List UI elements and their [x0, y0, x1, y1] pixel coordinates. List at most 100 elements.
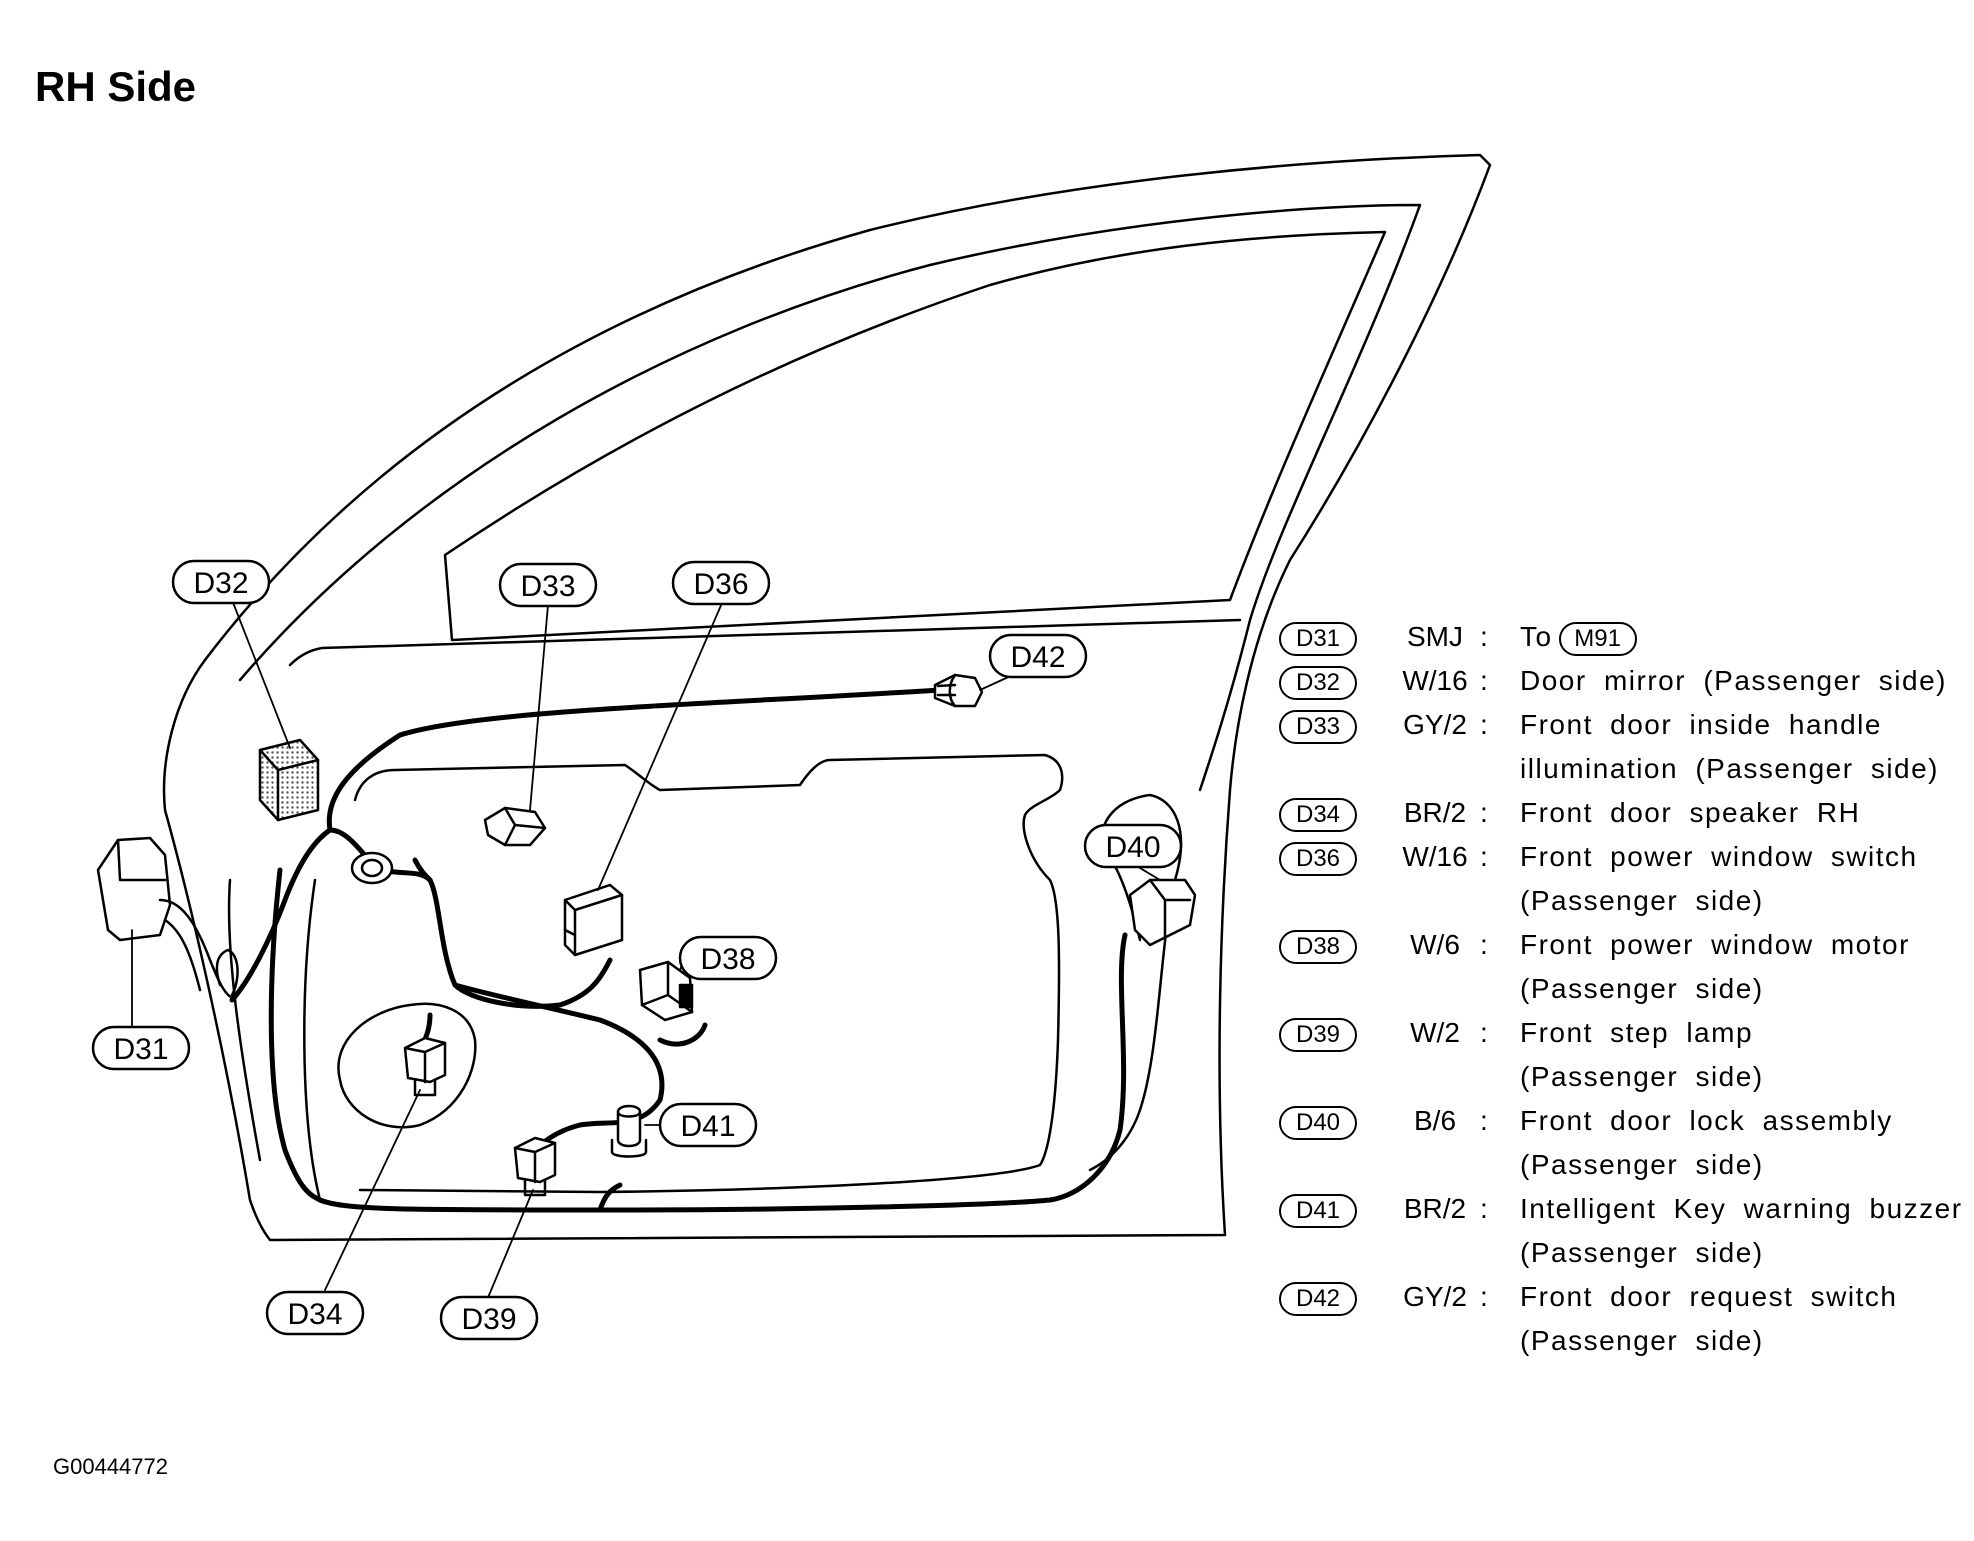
figure-id: G00444772	[53, 1454, 168, 1479]
legend-desc-line: Front door inside handle	[1520, 709, 1882, 740]
legend-colon: :	[1480, 1017, 1488, 1048]
legend-code-badge: D34	[1279, 798, 1357, 832]
legend-spec: B/6	[1413, 1105, 1457, 1136]
legend-row-d41: D41 BR/2 : Intelligent Key warning buzze…	[1275, 1190, 1965, 1278]
window-glass	[443, 230, 1387, 642]
legend-code-badge: D39	[1279, 1018, 1357, 1052]
legend-desc: Front door inside handle illumination (Pa…	[1520, 703, 1939, 791]
svg-text:D42: D42	[1010, 641, 1065, 674]
legend-desc-line: (Passenger side)	[1520, 1237, 1764, 1268]
connector-d42	[933, 673, 984, 708]
connector-d32	[258, 738, 320, 822]
window-channel	[288, 618, 1242, 667]
legend-colon: :	[1480, 1105, 1488, 1136]
legend-spec: BR/2	[1403, 797, 1467, 828]
legend-desc-line: (Passenger side)	[1520, 1061, 1764, 1092]
legend-code-badge: D42	[1279, 1282, 1357, 1316]
legend-code-badge: D41	[1279, 1194, 1357, 1228]
legend-row-d34: D34 BR/2 : Front door speaker RH	[1275, 794, 1965, 838]
callout-d42: D42	[988, 633, 1088, 679]
legend-colon: :	[1480, 621, 1488, 652]
connector-d36	[563, 883, 624, 957]
legend-ref-badge: M91	[1558, 621, 1637, 656]
callout-d39: D39	[439, 1295, 539, 1341]
callout-d36: D36	[671, 560, 771, 606]
legend-row-d40: D40 B/6 : Front door lock assembly(Passe…	[1275, 1102, 1965, 1190]
legend-code-badge: D36	[1279, 842, 1357, 876]
legend-desc: Front power window switch (Passenger side…	[1520, 835, 1918, 923]
connector-d34	[403, 1036, 447, 1097]
legend-row-d36: D36 W/16 : Front power window switch (Pas…	[1275, 838, 1965, 926]
connector-d33	[483, 806, 547, 847]
window-frame	[238, 203, 1422, 792]
legend-desc: Front door lock assembly(Passenger side)	[1520, 1099, 1893, 1187]
legend-row-d32: D32 W/16 : Door mirror (Passenger side)	[1275, 662, 1965, 706]
legend-desc-line: Intelligent Key warning buzzer	[1520, 1193, 1963, 1224]
legend-spec: W/16	[1402, 665, 1468, 696]
callout-d40: D40	[1083, 823, 1183, 869]
legend-row-d33: D33 GY/2 : Front door inside handle illum…	[1275, 706, 1965, 794]
svg-text:D34: D34	[287, 1298, 342, 1331]
legend-desc-line: Front door request switch	[1520, 1281, 1898, 1312]
legend-desc: Intelligent Key warning buzzer (Passenger…	[1520, 1187, 1963, 1275]
callout-d31: D31	[91, 1025, 191, 1071]
legend-row-d38: D38 W/6 : Front power window motor(Passe…	[1275, 926, 1965, 1014]
callout-d33: D33	[498, 562, 598, 608]
door-outline	[162, 153, 1492, 1242]
legend-colon: :	[1480, 841, 1488, 872]
legend-spec: W/2	[1410, 1017, 1460, 1048]
legend-code-badge: D31	[1279, 622, 1357, 656]
callout-d32: D32	[171, 559, 271, 605]
legend-desc-text: To	[1520, 621, 1553, 652]
legend-desc-line: Front step lamp	[1520, 1017, 1754, 1048]
legend-desc-line: Front power window switch	[1520, 841, 1918, 872]
legend-spec: GY/2	[1403, 709, 1467, 740]
legend-colon: :	[1480, 929, 1488, 960]
legend-spec: SMJ	[1407, 621, 1463, 652]
legend-row-d39: D39 W/2 : Front step lamp (Passenger side…	[1275, 1014, 1965, 1102]
svg-text:D39: D39	[461, 1303, 516, 1336]
legend-desc: Front door speaker RH	[1520, 791, 1860, 835]
callout-d34: D34	[265, 1290, 365, 1336]
legend-colon: :	[1480, 665, 1488, 696]
page-title: RH Side	[35, 63, 197, 110]
connector-d31	[96, 836, 237, 1002]
legend-desc-line: (Passenger side)	[1520, 1325, 1764, 1356]
legend-spec: W/6	[1410, 929, 1460, 960]
svg-text:D32: D32	[193, 567, 248, 600]
legend-desc: Front power window motor(Passenger side)	[1520, 923, 1910, 1011]
connector-d40	[1128, 878, 1197, 947]
legend-desc: Front step lamp (Passenger side)	[1520, 1011, 1764, 1099]
harness-main	[229, 827, 383, 1003]
legend-colon: :	[1480, 1193, 1488, 1224]
svg-text:D33: D33	[520, 570, 575, 603]
connector-d41	[610, 1104, 648, 1158]
legend-desc-line: Front power window motor	[1520, 929, 1910, 960]
legend-code-badge: D32	[1279, 666, 1357, 700]
legend-colon: :	[1480, 1281, 1488, 1312]
legend-desc-line: Door mirror (Passenger side)	[1520, 665, 1947, 696]
connector-d39	[513, 1136, 557, 1197]
callout-d38: D38	[678, 935, 778, 981]
legend-desc-line: (Passenger side)	[1520, 885, 1764, 916]
legend-code-badge: D33	[1279, 710, 1357, 744]
speaker-outline	[337, 1002, 477, 1129]
legend-desc-line: Front door speaker RH	[1520, 797, 1861, 828]
callout-d41: D41	[658, 1102, 758, 1148]
connector-d38	[638, 960, 694, 1022]
legend-code-badge: D38	[1279, 930, 1357, 964]
legend-spec: BR/2	[1403, 1193, 1467, 1224]
legend-desc: Door mirror (Passenger side)	[1520, 659, 1947, 703]
legend-desc-line: illumination (Passenger side)	[1520, 753, 1940, 784]
legend-colon: :	[1480, 709, 1488, 740]
legend-row-d42: D42 GY/2 : Front door request switch(Pas…	[1275, 1278, 1965, 1366]
legend-desc-line: Front door lock assembly	[1520, 1105, 1893, 1136]
svg-text:D38: D38	[700, 943, 755, 976]
legend-colon: :	[1480, 797, 1488, 828]
legend-spec: W/16	[1402, 841, 1468, 872]
svg-text:D41: D41	[680, 1110, 735, 1143]
